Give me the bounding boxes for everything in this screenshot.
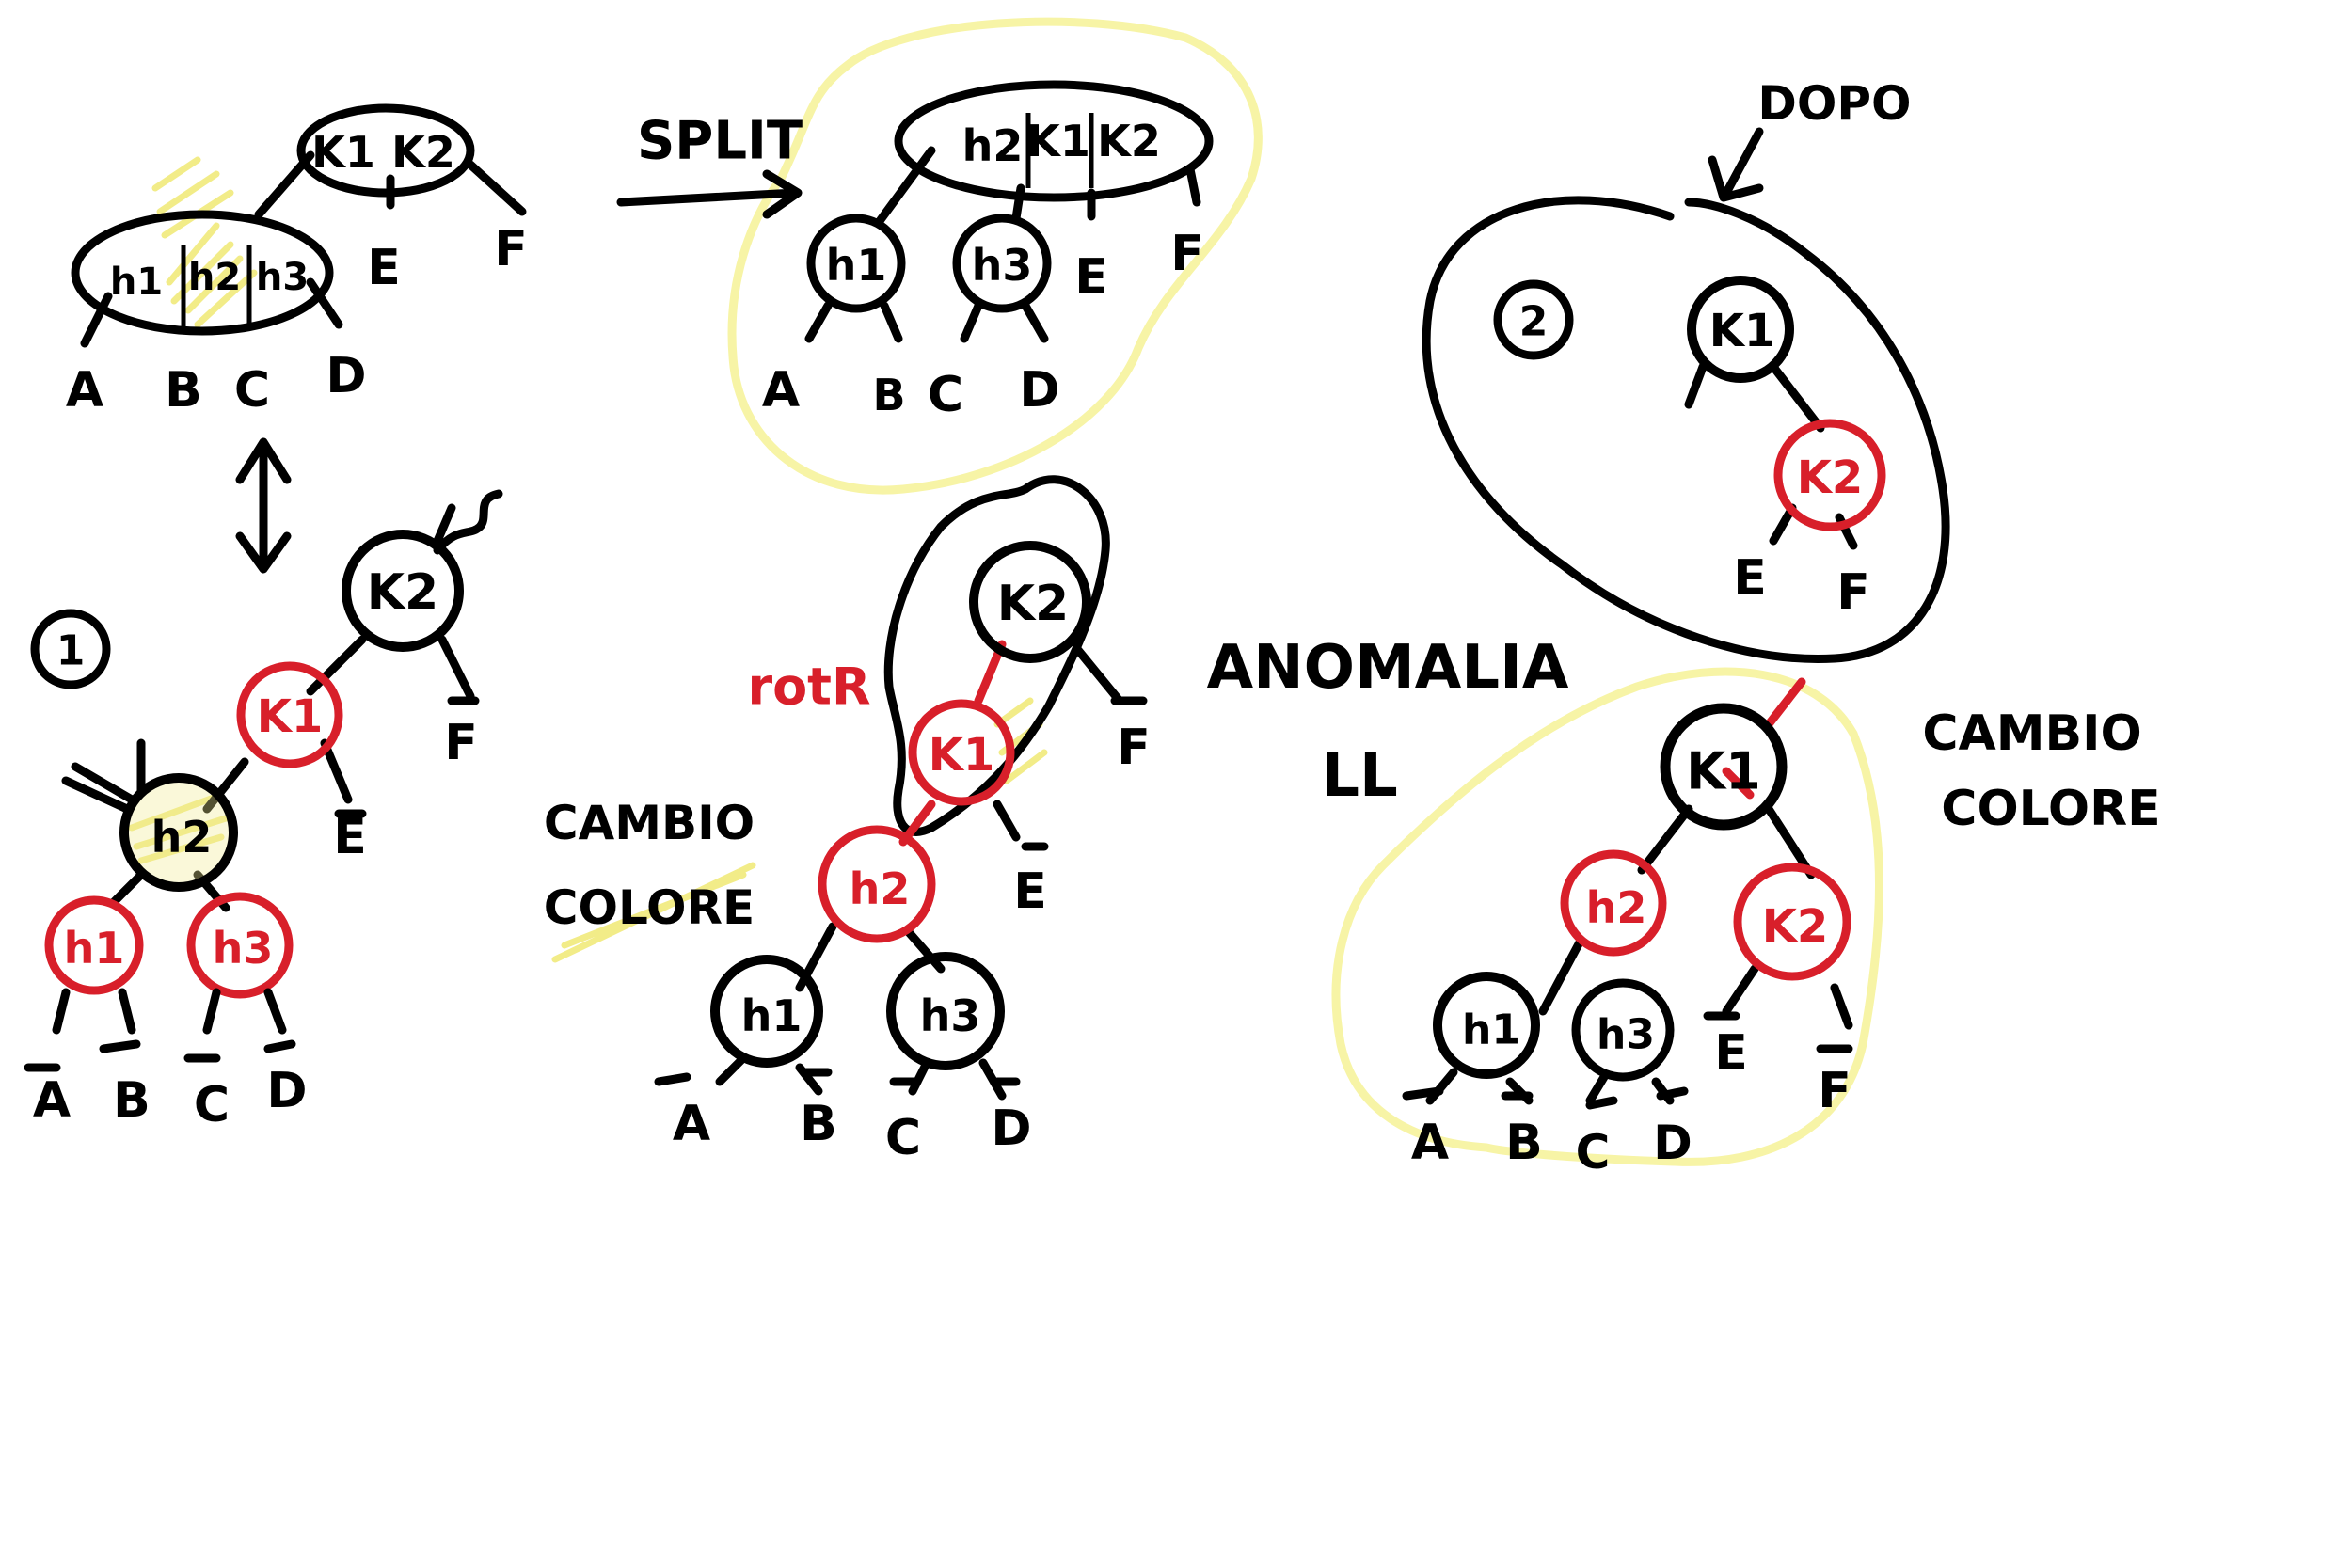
rb1-leaf-f: F: [444, 715, 478, 771]
split-subtree-d: D: [1019, 362, 1059, 419]
split-key-h2: h2: [962, 120, 1024, 171]
rb2-node-k1: K1: [1709, 305, 1776, 357]
rotate-right-label: rotR: [747, 657, 870, 717]
recolor-right-word-1: CAMBIO: [1922, 705, 2141, 762]
rb1-leaf-c: C: [194, 1077, 230, 1133]
recolor-note-left: CAMBIO COLORE: [544, 796, 755, 935]
rbf-node-h2: h2: [1586, 882, 1647, 933]
rb-mid-node-k2: K2: [997, 576, 1069, 632]
rb1-leaf-a: A: [33, 1072, 71, 1129]
rb-mid-leaf-d: D: [991, 1101, 1031, 1157]
rb-mid-node-h2: h2: [850, 863, 911, 914]
rbf-leaf-c: C: [1576, 1125, 1611, 1180]
rb-mid-leaf-c: C: [885, 1110, 921, 1166]
recolor-note-right: CAMBIO COLORE: [1922, 705, 2160, 837]
split-subtree-b: B: [872, 370, 905, 420]
rb2-node-k2: K2: [1797, 451, 1864, 504]
split-child-h3: h3: [972, 240, 1033, 291]
btree-before: K1 K2 h1 h2 h3 A B C D E F: [66, 103, 528, 419]
split-subtree-e: E: [1074, 249, 1108, 306]
btree-subtree-c: C: [234, 362, 270, 419]
rb1-leaf-b: B: [113, 1072, 151, 1129]
btree-subtree-e: E: [367, 240, 401, 296]
rbf-leaf-d: D: [1653, 1116, 1692, 1170]
rb-mid-leaf-e: E: [1013, 863, 1047, 920]
split-subtree-f: F: [1170, 226, 1204, 282]
rbf-node-k2: K2: [1762, 900, 1829, 953]
split-subtree-c: C: [928, 367, 963, 423]
rbf-leaf-a: A: [1411, 1115, 1449, 1171]
anomaly-note: ANOMALIA LL: [1207, 633, 1569, 811]
rbf-leaf-b: B: [1505, 1115, 1543, 1171]
rbf-leaf-e: E: [1714, 1025, 1748, 1082]
btree-key-k2: K2: [391, 127, 455, 178]
rb1-leaf-e: E: [333, 809, 367, 865]
split-subtree-a: A: [762, 362, 800, 419]
rb-tree-2: 2 K1 K2 E F: [1422, 196, 1950, 663]
btree-after-split: h2 K1 K2 h1 h3 A B C D E F: [762, 80, 1214, 423]
rb2-leaf-e: E: [1733, 550, 1767, 607]
step-2-number: 2: [1519, 298, 1549, 346]
dopo-label: DOPO: [1757, 76, 1911, 131]
split-arrow: SPLIT: [616, 111, 803, 219]
btree-subtree-b: B: [165, 362, 202, 419]
rb-mid-leaf-f: F: [1117, 720, 1151, 776]
rb1-leaf-d: D: [266, 1063, 307, 1119]
btree-child-h2: h2: [188, 256, 241, 299]
step-1-badge: [30, 609, 111, 689]
equivalence-arrow: [235, 437, 292, 574]
rb2-leaf-f: F: [1836, 564, 1870, 621]
rb-mid-node-k1: K1: [929, 729, 995, 782]
rbf-node-k1: K1: [1686, 742, 1760, 801]
rb1-node-k1: K1: [257, 690, 324, 743]
split-child-h1: h1: [826, 240, 887, 291]
rb-tree-recolored: rotR K2 K1 h2 h1 h3 A B C D E F: [654, 475, 1151, 1166]
btree-child-h3: h3: [256, 256, 309, 299]
split-label: SPLIT: [637, 111, 803, 172]
dopo-pointer: DOPO: [1708, 76, 1912, 202]
rb-tree-1: 1 K2 K1 h2 h1 h3 A B C D E F: [24, 489, 503, 1133]
btree-subtree-a: A: [66, 362, 103, 419]
rb1-node-h3: h3: [213, 923, 274, 974]
recolor-right-word-2: COLORE: [1941, 781, 2160, 837]
rb-mid-leaf-a: A: [673, 1096, 710, 1152]
rb-mid-node-h3: h3: [920, 990, 981, 1041]
recolor-left-word-1: CAMBIO: [544, 796, 755, 850]
split-result-highlight: [727, 17, 1263, 495]
btree-subtree-d: D: [326, 348, 366, 404]
step-2-badge: [1493, 279, 1574, 360]
rbf-node-h1: h1: [1462, 1006, 1520, 1054]
btree-child-h1: h1: [110, 261, 163, 304]
step-1-number: 1: [56, 627, 86, 675]
rb-tree-final: K1 h2 K2 h1 h3 A B C D E F: [1402, 677, 1853, 1180]
split-key-k2: K2: [1097, 116, 1161, 166]
recolor-left-word-2: COLORE: [544, 880, 755, 935]
rb1-node-h2: h2: [151, 812, 213, 863]
btree-subtree-f: F: [494, 221, 528, 277]
btree-key-k1: K1: [311, 127, 375, 178]
anomaly-type: LL: [1321, 741, 1398, 811]
rbf-node-h3: h3: [1597, 1011, 1655, 1059]
final-tree-highlight: [1331, 667, 1883, 1166]
rb-mid-leaf-b: B: [800, 1096, 837, 1152]
rb-mid-node-h1: h1: [741, 990, 803, 1041]
anomaly-label: ANOMALIA: [1207, 633, 1569, 703]
rbf-leaf-f: F: [1818, 1063, 1851, 1119]
split-key-k1: K1: [1026, 116, 1090, 166]
rb1-node-h1: h1: [64, 923, 125, 974]
rb1-node-k2: K2: [367, 564, 438, 621]
